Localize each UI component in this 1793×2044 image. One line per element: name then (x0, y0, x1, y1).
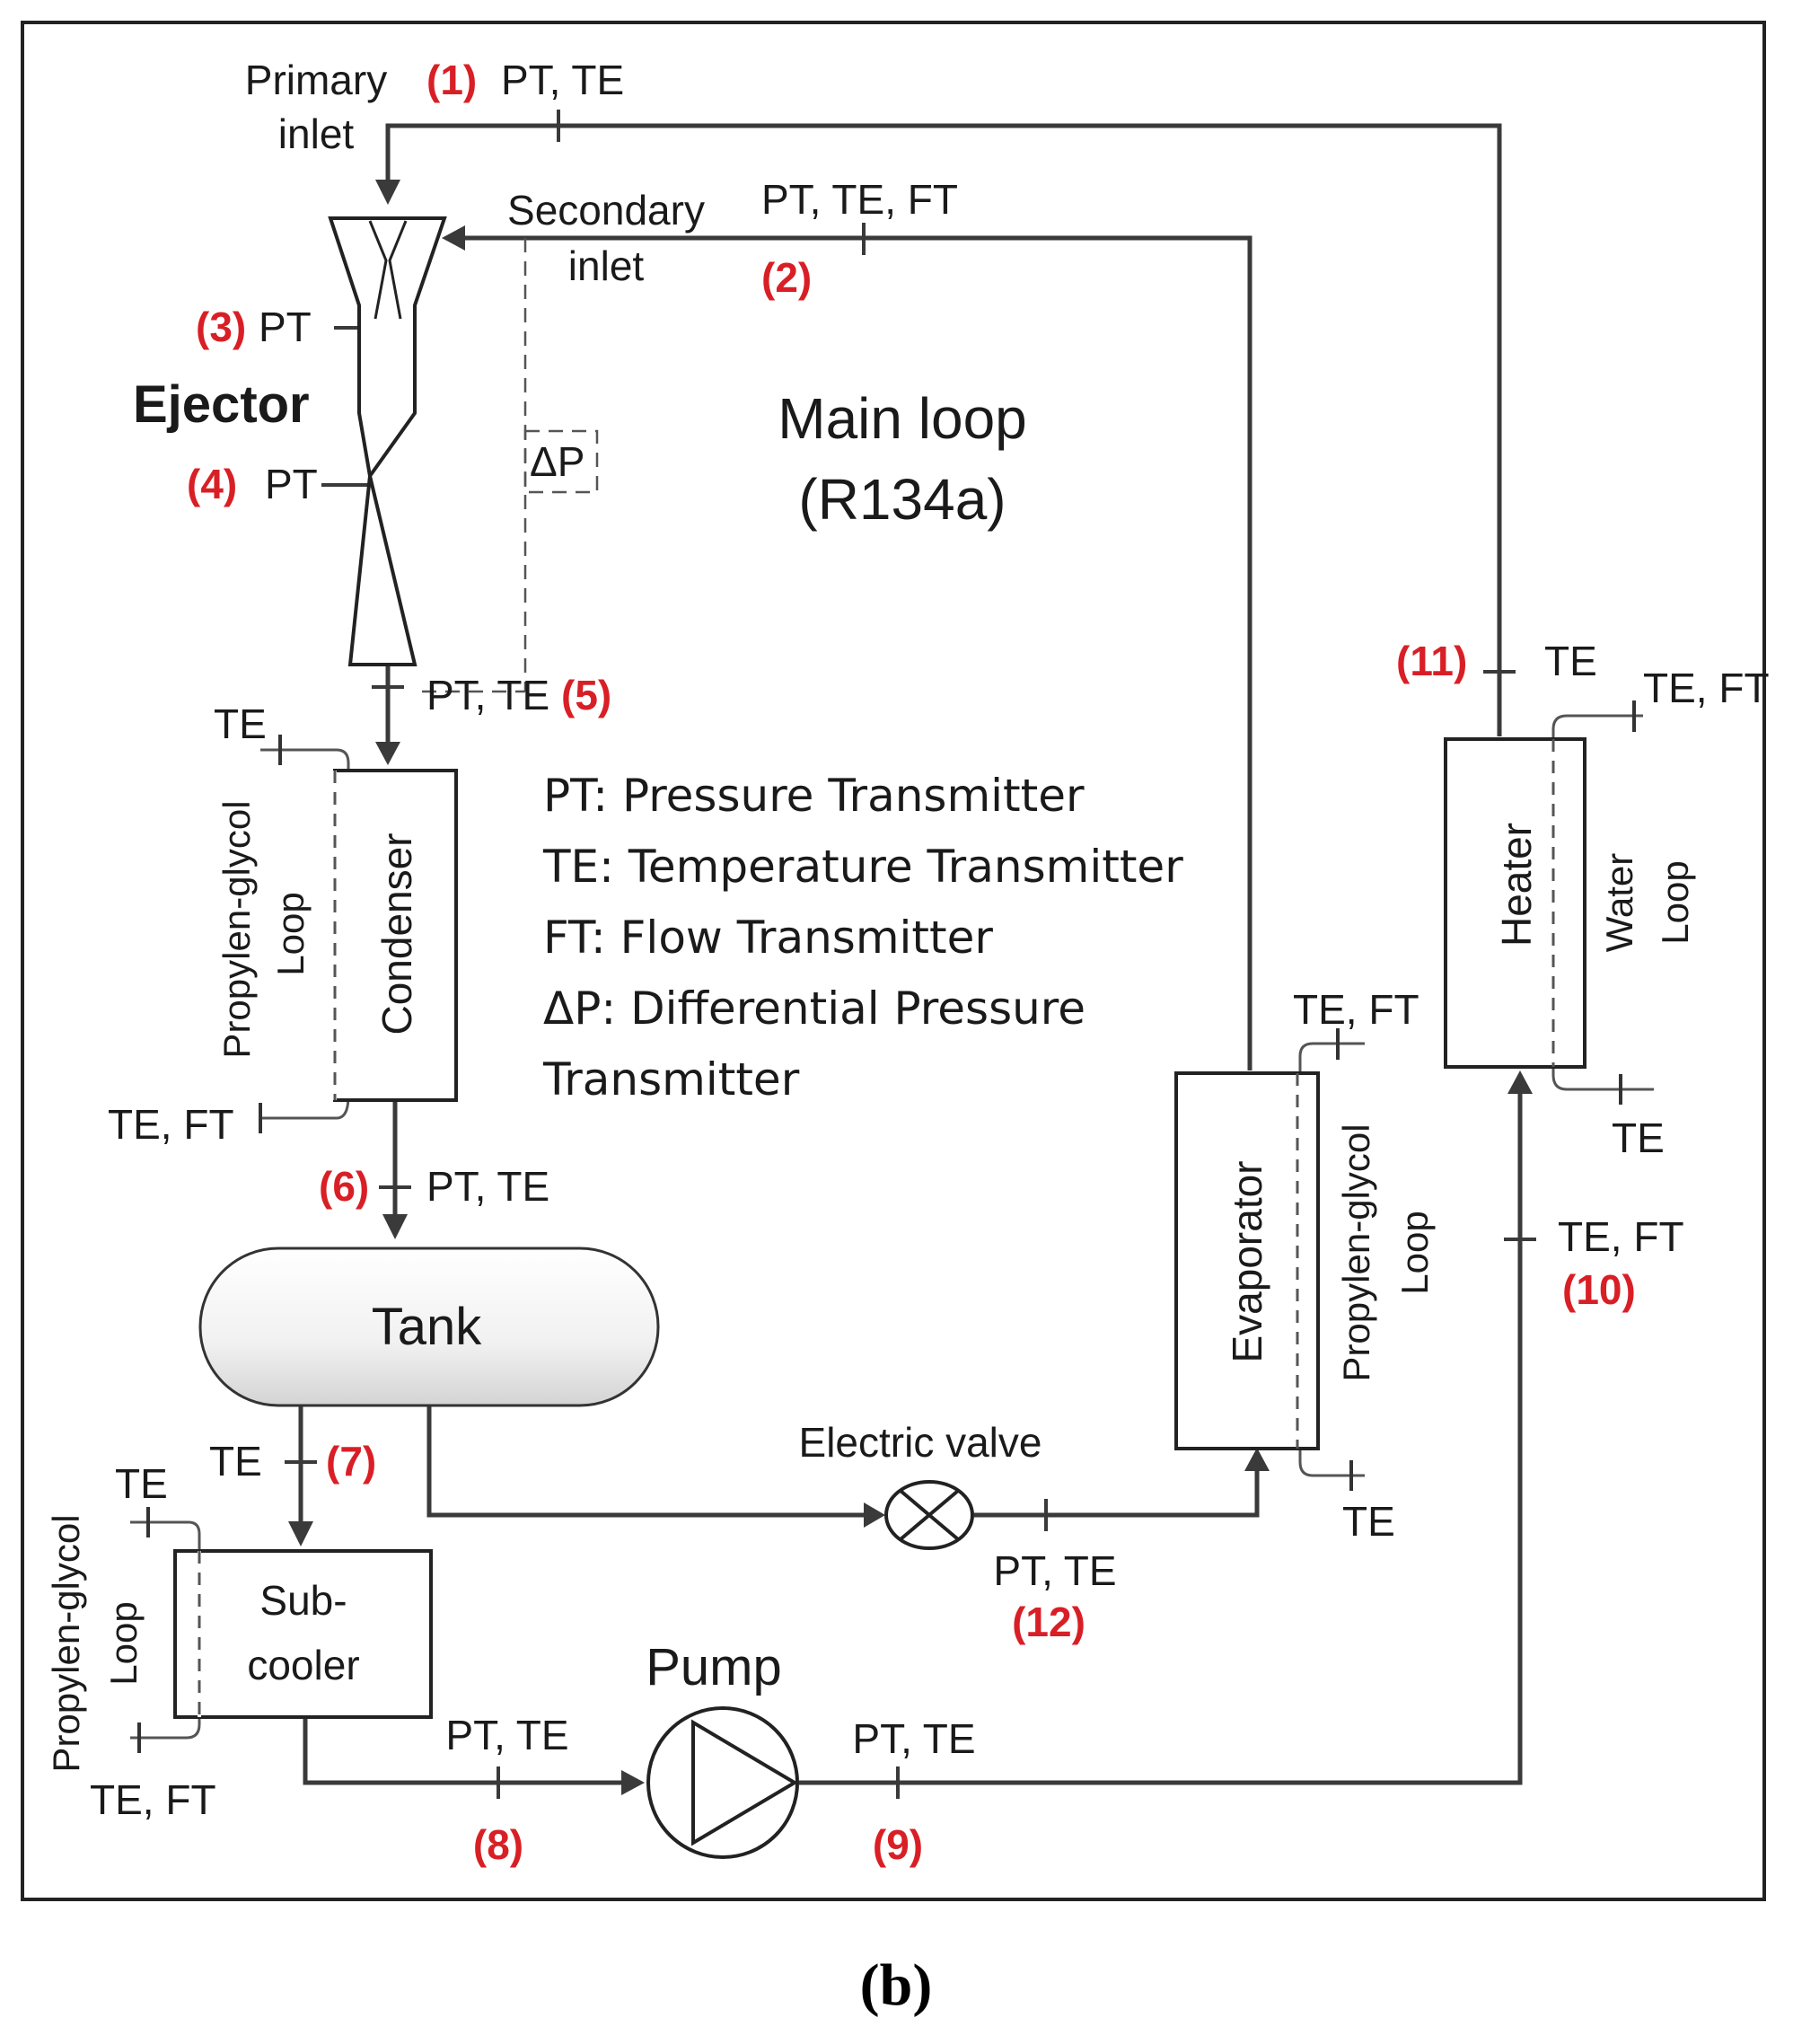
ejector-label: Ejector (133, 375, 310, 434)
condenser-loop-label-1: Propylen-glycol (215, 800, 258, 1058)
pipe-valve-to-evaporator (974, 1464, 1260, 1518)
pipe-tank-to-valve (426, 1403, 869, 1518)
main-loop-title-2: (R134a) (798, 467, 1006, 532)
heater-loop-label-2: Loop (1654, 860, 1696, 944)
arrow-condenser-inlet (375, 742, 400, 765)
main-loop-pipes (288, 123, 1533, 1795)
evaporator-loop-label-1: Propylen-glycol (1335, 1123, 1377, 1381)
electric-valve (884, 1480, 974, 1550)
point-9-num: (9) (873, 1821, 923, 1868)
heater-in-sensor: TE, FT (1643, 665, 1770, 711)
differential-pressure-line (422, 238, 599, 693)
point-3-sensors: PT (259, 304, 312, 350)
tank (198, 1247, 660, 1407)
point-9-sensors: PT, TE (852, 1715, 975, 1762)
main-loop-title-1: Main loop (778, 386, 1027, 451)
heater-label: Heater (1493, 823, 1540, 947)
legend-dp-2: Transmitter (542, 1053, 800, 1106)
arrow-secondary-inlet (442, 225, 465, 251)
legend-te: TE: Temperature Transmitter (542, 841, 1183, 893)
point-12-num: (12) (1012, 1599, 1085, 1645)
subcooler-in-sensor: TE (115, 1460, 168, 1507)
electric-valve-label: Electric valve (799, 1419, 1042, 1466)
point-10-sensors: TE, FT (1558, 1213, 1684, 1260)
pipe-heater-to-ejector-primary (385, 123, 1502, 736)
tank-label: Tank (372, 1298, 483, 1356)
condenser-out-sensor: TE, FT (108, 1101, 234, 1148)
dp-label: ΔP (530, 438, 584, 485)
evaporator-label: Evaporator (1224, 1160, 1270, 1362)
figure-caption: (b) (860, 1952, 933, 2018)
primary-inlet-label-2: inlet (278, 110, 355, 157)
point-8-sensors: PT, TE (445, 1712, 568, 1758)
pipe-pump-to-heater (799, 1087, 1523, 1785)
evaporator-box (1174, 1071, 1320, 1450)
subcooler-loop-label-2: Loop (102, 1601, 145, 1685)
figure-frame (21, 21, 1766, 1901)
arrow-tank-inlet (382, 1214, 408, 1239)
measurement-points: (1) PT, TE PT, TE, FT (2) (3) PT (4) PT … (187, 57, 1684, 1868)
subcooler-label-2: cooler (247, 1642, 359, 1688)
point-2-sensors: PT, TE, FT (761, 176, 958, 223)
secondary-inlet-label-1: Secondary (507, 187, 705, 233)
secondary-inlet-label-2: inlet (568, 242, 645, 289)
point-6-num: (6) (319, 1163, 369, 1210)
point-1-sensors: PT, TE (501, 57, 624, 103)
evaporator-in-sensor: TE, FT (1293, 986, 1419, 1033)
point-2-num: (2) (761, 254, 812, 301)
pump (646, 1706, 799, 1859)
arrow-heater-inlet (1507, 1070, 1533, 1094)
point-10-num: (10) (1562, 1266, 1636, 1313)
condenser-label: Condenser (374, 833, 420, 1035)
legend-pt: PT: Pressure Transmitter (543, 770, 1085, 822)
point-3-num: (3) (196, 304, 246, 350)
sensor-ticks (285, 110, 1536, 1799)
point-5-sensors: PT, TE (426, 672, 549, 718)
evaporator-loop-label-2: Loop (1393, 1211, 1436, 1294)
ejector (328, 216, 447, 666)
heater-box (1444, 737, 1586, 1069)
subcooler-label-1: Sub- (259, 1577, 347, 1624)
arrow-subcooler-inlet (288, 1521, 313, 1546)
point-11-sensors: TE (1544, 638, 1597, 684)
arrow-evaporator-inlet (1244, 1448, 1270, 1471)
arrow-valve-inlet (864, 1502, 885, 1528)
point-4-sensors: PT (265, 461, 318, 507)
point-8-num: (8) (473, 1821, 523, 1868)
arrow-pump-inlet (621, 1770, 645, 1795)
point-11-num: (11) (1396, 638, 1467, 684)
arrow-primary-inlet (375, 180, 400, 205)
point-1-num: (1) (426, 57, 477, 103)
point-5-num: (5) (561, 672, 611, 718)
condenser-in-sensor: TE (214, 700, 267, 747)
subcooler-box (173, 1549, 433, 1719)
evaporator-out-sensor: TE (1342, 1498, 1395, 1545)
primary-inlet-label-1: Primary (245, 57, 387, 103)
dp-transmitter-box (523, 429, 599, 494)
heater-out-sensor: TE (1612, 1115, 1665, 1161)
point-12-sensors: PT, TE (993, 1547, 1116, 1594)
point-7-num: (7) (326, 1438, 376, 1485)
point-6-sensors: PT, TE (426, 1163, 549, 1210)
legend-dp-1: ΔP: Differential Pressure (543, 982, 1085, 1035)
condenser-loop-label-2: Loop (269, 892, 312, 975)
subcooler-loop-label-1: Propylen-glycol (45, 1514, 87, 1772)
heater-loop-label-1: Water (1598, 853, 1640, 952)
legend: PT: Pressure Transmitter TE: Temperature… (542, 770, 1183, 1106)
pipe-evaporator-to-ejector-secondary (458, 235, 1252, 1070)
point-4-num: (4) (187, 461, 237, 507)
subcooler-out-sensor: TE, FT (90, 1776, 216, 1823)
legend-ft: FT: Flow Transmitter (543, 912, 993, 964)
point-7-sensors: TE (209, 1438, 262, 1485)
pipe-subcooler-to-pump (303, 1715, 624, 1785)
pump-label: Pump (646, 1638, 782, 1696)
